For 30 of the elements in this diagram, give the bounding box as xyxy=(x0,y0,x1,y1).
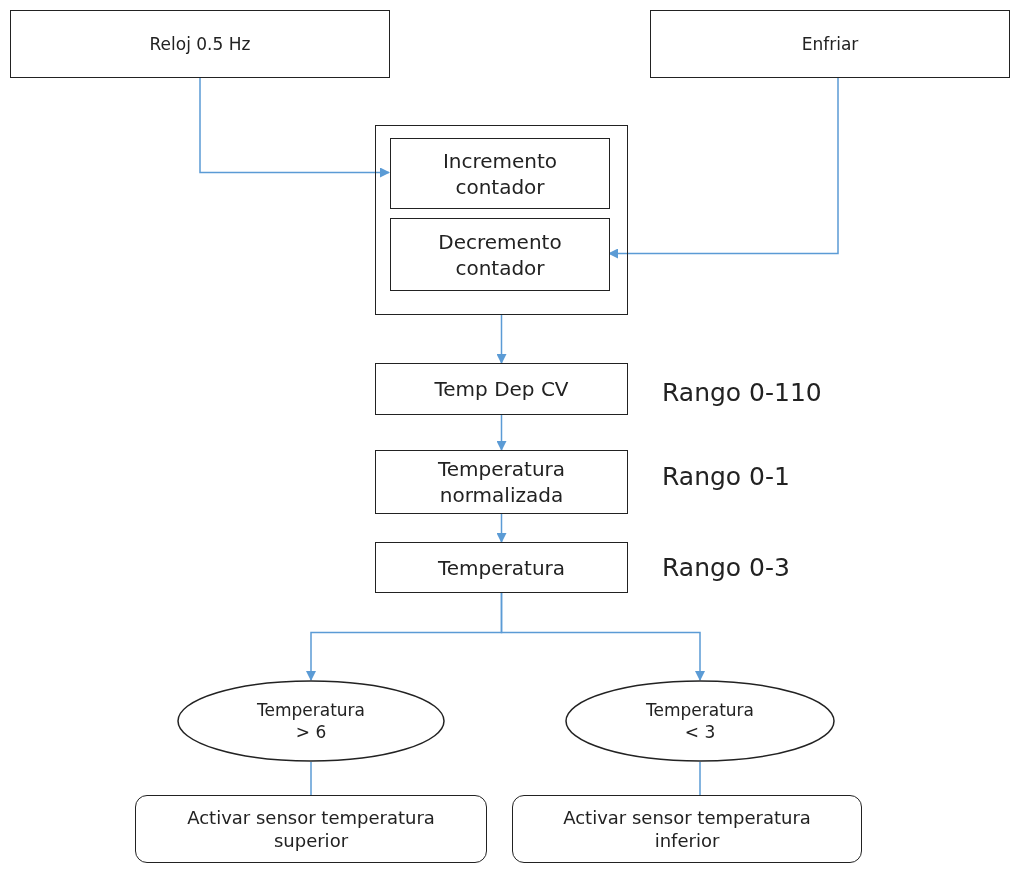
range-label: Rango 0-110 xyxy=(662,378,822,407)
connector-arrow xyxy=(496,314,507,364)
process-box xyxy=(650,10,1010,78)
connector-arrow xyxy=(500,592,705,681)
process-box xyxy=(390,218,610,291)
process-box xyxy=(375,363,628,415)
node-label: Temp Dep CV xyxy=(434,376,569,402)
group-box xyxy=(375,125,628,315)
node-label: Temperatura > 6 xyxy=(256,698,366,744)
node-label: Activar sensor temperatura inferior xyxy=(562,805,812,853)
node-label: Temperatura < 3 xyxy=(645,698,755,744)
node-label: Decremento contador xyxy=(437,228,563,281)
connector-arrow xyxy=(199,77,390,178)
action-box xyxy=(512,795,862,863)
connector-arrow xyxy=(496,513,507,543)
node-label: Activar sensor temperatura superior xyxy=(186,805,436,853)
connector-arrow xyxy=(608,77,839,259)
node-label: Reloj 0.5 Hz xyxy=(149,32,251,56)
process-box xyxy=(375,542,628,593)
node-label: Enfriar xyxy=(801,32,859,56)
node-label: Incremento contador xyxy=(441,147,559,200)
node-label: Temperatura xyxy=(437,554,566,581)
range-label: Rango 0-1 xyxy=(662,462,790,491)
process-box xyxy=(390,138,610,209)
process-box xyxy=(375,450,628,514)
process-box xyxy=(10,10,390,78)
node-label: Temperatura normalizada xyxy=(436,456,567,508)
range-label: Rango 0-3 xyxy=(662,553,790,582)
action-box xyxy=(135,795,487,863)
connector-arrow xyxy=(496,414,507,451)
